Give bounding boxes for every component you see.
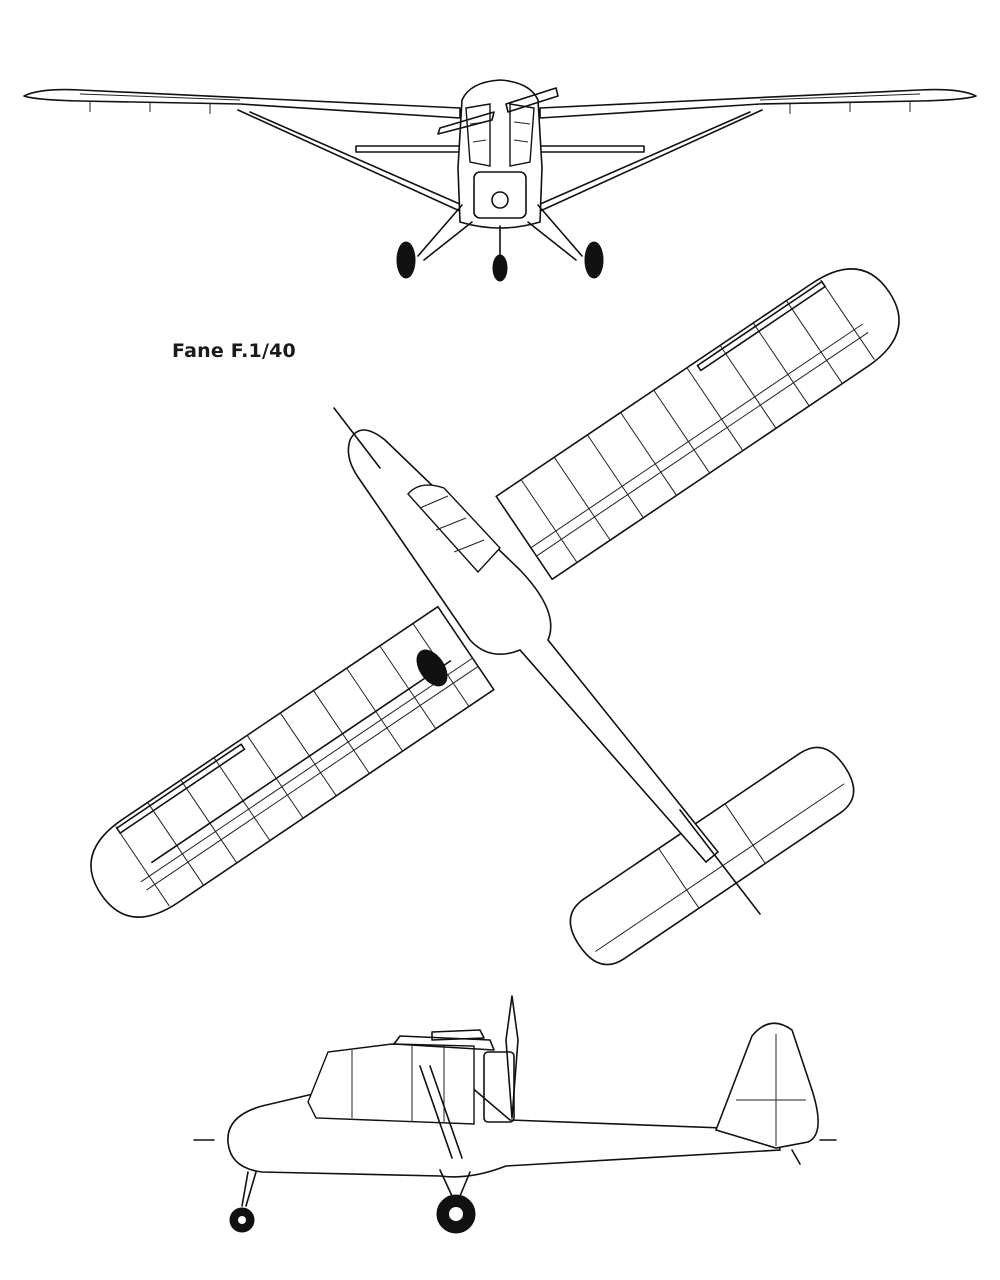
top-fuselage bbox=[347, 429, 720, 864]
top-propeller bbox=[333, 407, 381, 469]
drawing-title: Fane F.1/40 bbox=[172, 340, 296, 362]
front-gear-struts bbox=[417, 204, 583, 263]
front-tail-wheel bbox=[492, 254, 508, 282]
side-propeller bbox=[505, 995, 519, 1119]
front-view bbox=[23, 79, 977, 282]
side-wing bbox=[393, 1029, 495, 1051]
top-left-wing bbox=[90, 605, 495, 918]
top-wheel bbox=[416, 649, 448, 687]
front-right-wheel bbox=[584, 241, 604, 279]
front-propeller bbox=[437, 87, 559, 135]
front-right-strut bbox=[537, 109, 763, 213]
front-left-strut bbox=[237, 109, 463, 213]
front-spinner bbox=[491, 191, 509, 209]
front-left-wing bbox=[23, 88, 461, 119]
side-tail-fin bbox=[714, 1022, 819, 1149]
front-left-wheel bbox=[396, 241, 416, 279]
front-right-wing bbox=[539, 88, 977, 119]
top-canopy bbox=[407, 484, 501, 574]
side-cabin bbox=[307, 1043, 475, 1125]
top-view bbox=[90, 268, 900, 966]
side-view bbox=[193, 995, 837, 1234]
top-right-wing bbox=[495, 268, 900, 581]
